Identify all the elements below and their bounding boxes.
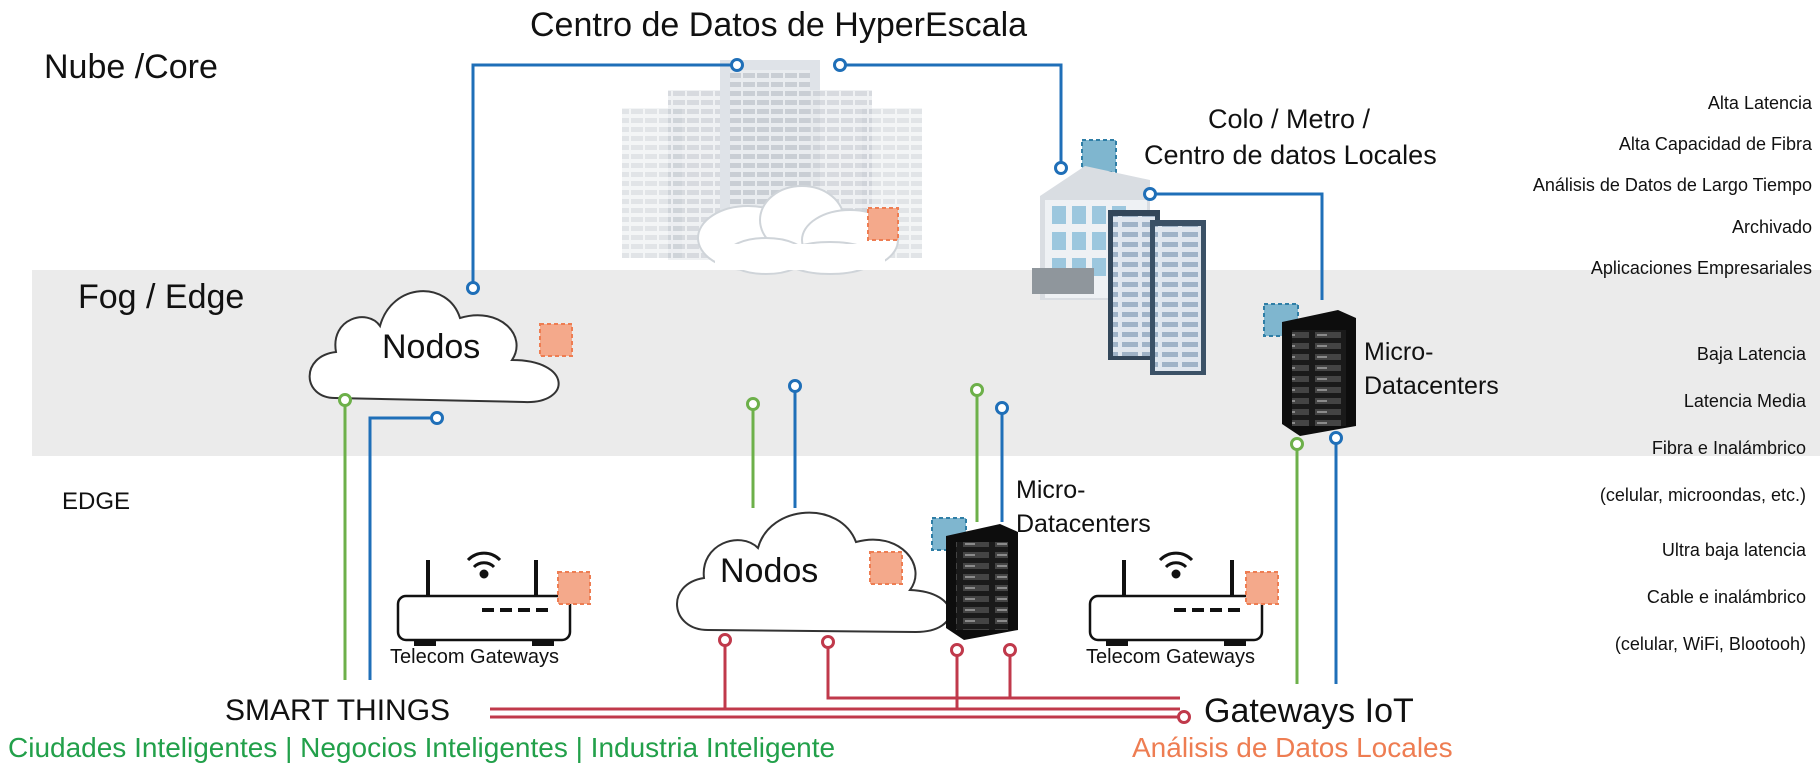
fog-nodes-label: Nodos [382, 328, 481, 366]
blue-connections [368, 63, 1338, 684]
green-connection-dots [338, 383, 1304, 451]
telecom-gateways-right-label: Telecom Gateways [1086, 646, 1255, 668]
cloud-note: Aplicaciones Empresariales [1590, 258, 1812, 279]
fog-note: (celular, microondas, etc.) [1599, 484, 1806, 505]
red-connection-dots [718, 633, 1191, 724]
micro-fog-label-2: Datacenters [1364, 372, 1499, 400]
fog-note: Latencia Media [1683, 391, 1806, 412]
red-connections [490, 640, 1180, 719]
router-right-icon [1088, 551, 1264, 646]
office-building-icon [1032, 139, 1206, 375]
micro-edge-label-2: Datacenters [1016, 510, 1151, 538]
wifi-icon [466, 551, 502, 579]
edge-note: (celular, WiFi, Blootooh) [1614, 633, 1806, 654]
wifi-icon [1158, 551, 1194, 579]
colo-title-line1: Colo / Metro / [1208, 104, 1371, 134]
cloud-note: Alta Latencia [1707, 92, 1812, 113]
micro-datacenter-edge-icon [931, 517, 1018, 640]
edge-note: Cable e inalámbrico [1646, 587, 1806, 608]
gateways-iot-label: Gateways IoT [1204, 692, 1414, 730]
telecom-gateways-left-label: Telecom Gateways [390, 646, 559, 668]
cloud-layer-label: Nube /Core [44, 48, 218, 86]
cloud-note: Análisis de Datos de Largo Tiempo [1532, 175, 1812, 196]
micro-fog-label-1: Micro- [1364, 338, 1434, 366]
edge-notes: Ultra baja latencia Cable e inalámbrico … [1615, 516, 1806, 680]
edge-layer-label: EDGE [62, 488, 131, 515]
fog-notes: Baja Latencia Latencia Media Fibra e Ina… [1600, 320, 1806, 531]
cloud-note: Archivado [1731, 216, 1812, 237]
local-analysis-subtitle: Análisis de Datos Locales [1132, 732, 1453, 763]
cloud-note: Alta Capacidad de Fibra [1618, 134, 1812, 155]
fog-note: Baja Latencia [1696, 344, 1806, 365]
hyperscale-title: Centro de Datos de HyperEscala [530, 6, 1028, 44]
edge-nodes-label: Nodos [720, 552, 819, 590]
hyperscale-datacenter-icon [622, 60, 922, 275]
smart-industries-subtitle: Ciudades Inteligentes | Negocios Intelig… [8, 732, 836, 763]
edge-nodes-cloud-icon [676, 511, 951, 634]
cloud-notes: Alta Latencia Alta Capacidad de Fibra An… [1533, 72, 1812, 300]
smart-things-label: SMART THINGS [225, 694, 451, 727]
colo-title-line2: Centro de datos Locales [1144, 140, 1437, 170]
green-connections [343, 390, 1299, 684]
fog-layer-label: Fog / Edge [78, 278, 245, 316]
router-left-icon [396, 551, 572, 646]
edge-note: Ultra baja latencia [1661, 540, 1806, 561]
fog-nodes-cloud-icon [308, 290, 560, 404]
micro-datacenter-fog-icon [1263, 303, 1356, 436]
blue-connection-dots [430, 58, 1343, 445]
cloud-icon [697, 185, 899, 275]
fog-note: Fibra e Inalámbrico [1651, 437, 1806, 458]
micro-edge-label-1: Micro- [1016, 476, 1086, 504]
